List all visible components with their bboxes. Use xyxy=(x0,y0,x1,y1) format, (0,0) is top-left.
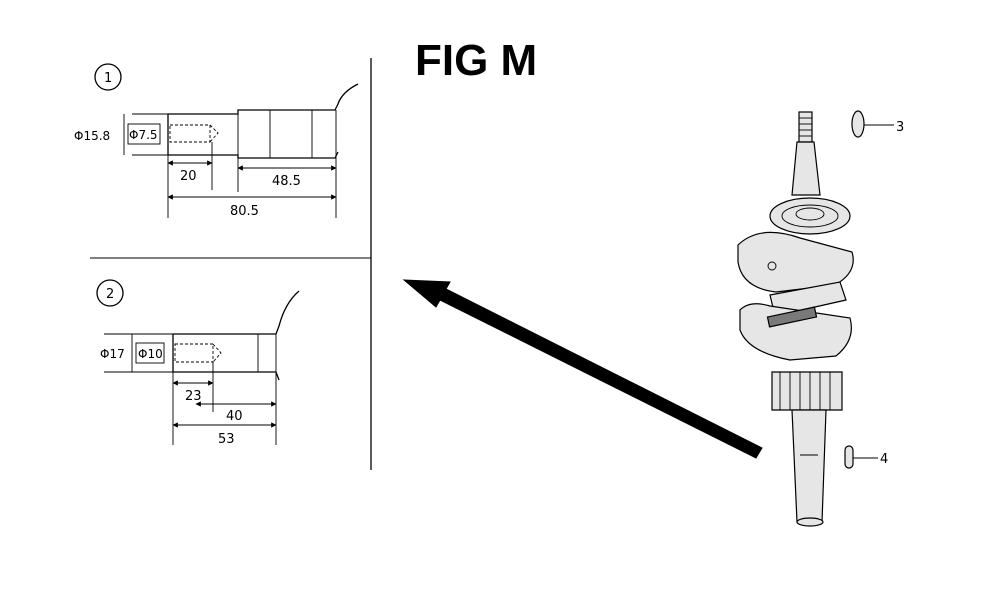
figure-title: FIG M xyxy=(415,36,537,85)
crankshaft-bearing xyxy=(769,197,851,235)
detail-1-outer-diameter: Φ15.8 xyxy=(74,129,110,143)
detail-1-length-total: 80.5 xyxy=(230,204,259,219)
part-label-4: 4 xyxy=(880,452,888,467)
detail-1-threaded-bore xyxy=(169,124,211,143)
detail-2-outer-diameter: Φ17 xyxy=(100,347,125,361)
detail-1-callout-number: 1 xyxy=(104,71,112,86)
part-label-3: 3 xyxy=(896,120,904,135)
detail-1-inner-diameter: Φ7.5 xyxy=(129,128,158,142)
bearing-inner-race xyxy=(781,204,839,228)
detail-1-length-b: 48.5 xyxy=(272,174,301,189)
detail-1-shaft-outline-top xyxy=(168,83,359,115)
detail-1: 1 Φ15.8 Φ7.5 20 48.5 80.5 xyxy=(74,63,359,219)
woodruff-key-icon xyxy=(851,110,865,138)
detail-2-length-a: 23 xyxy=(185,389,202,404)
crankshaft-gear xyxy=(771,371,843,411)
output-shaft-end xyxy=(796,517,824,527)
detail-2: 2 Φ17 Φ10 23 40 53 xyxy=(96,279,300,447)
detail-2-length-b: 40 xyxy=(226,409,243,424)
detail-1-bore-tip xyxy=(209,124,219,143)
crankshaft-top-thread xyxy=(798,111,813,143)
detail-1-length-a: 20 xyxy=(180,169,197,184)
detail-2-bore-tip xyxy=(212,343,222,363)
upper-web-hole xyxy=(767,261,777,271)
crankshaft-output-shaft xyxy=(791,409,827,523)
detail-2-callout-circle xyxy=(96,279,124,307)
detail-1-callout-circle xyxy=(94,63,122,91)
detail-1-shaft-outline-bottom xyxy=(168,151,339,159)
pointer-arrow xyxy=(402,279,763,459)
detail-2-callout-number: 2 xyxy=(106,287,114,302)
detail-2-shaft-outline-top xyxy=(173,290,300,335)
detail-1-inner-dia-box xyxy=(127,123,161,145)
crankshaft-taper xyxy=(791,141,821,196)
detail-2-inner-diameter: Φ10 xyxy=(138,347,163,361)
pointer-arrow-shape xyxy=(402,279,763,459)
detail-2-length-total: 53 xyxy=(218,432,235,447)
bearing-bore xyxy=(795,207,825,221)
detail-2-threaded-bore xyxy=(174,343,214,363)
detail-2-inner-dia-box xyxy=(135,342,165,364)
crankshaft-upper-web xyxy=(737,231,854,293)
crankshaft-illustration: 3 4 xyxy=(737,110,904,527)
parallel-key-icon xyxy=(844,445,854,469)
crankshaft-oil-slot xyxy=(766,306,818,328)
detail-2-shaft-outline-bottom xyxy=(173,371,280,381)
